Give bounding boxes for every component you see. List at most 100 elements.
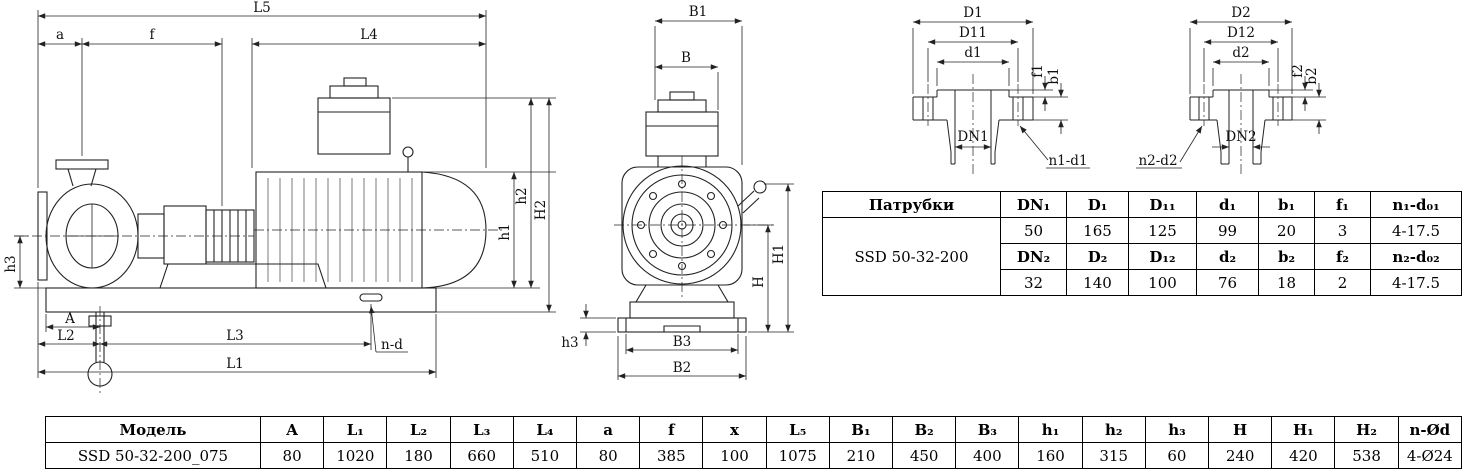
flange2-labels: D2 D12 d2 DN2 f2 b2 n2-d2 bbox=[1138, 5, 1320, 169]
nozzle-cell: 50 bbox=[1000, 217, 1067, 244]
suction-flange-detail-drawing: D1 D11 d1 DN1 f1 b1 n1-d1 bbox=[912, 5, 1090, 174]
nozzle-header-f1: f₁ bbox=[1314, 191, 1371, 218]
nozzle-model-cell: SSD 50-32-200 bbox=[822, 217, 1001, 296]
model-header-H: H bbox=[1208, 416, 1273, 443]
nozzle-header-n1d01: n₁-d₀₁ bbox=[1370, 191, 1462, 218]
nozzle-value-row-1: SSD 50-32-200 50 165 125 99 20 3 4-17.5 bbox=[822, 217, 1462, 296]
nozzle-cell: 99 bbox=[1196, 217, 1259, 244]
nozzle-col0-header: Патрубки bbox=[822, 191, 1001, 218]
dim-label-h1: h1 bbox=[497, 223, 513, 240]
nozzle-header-DN2: DN₂ bbox=[1000, 243, 1067, 270]
model-cell: 315 bbox=[1081, 442, 1146, 469]
model-cell-model: SSD 50-32-200_075 bbox=[45, 442, 261, 469]
nozzle-header-D12: D₁₂ bbox=[1128, 243, 1197, 270]
model-dimensions-table: Модель A L₁ L₂ L₃ L₄ a f x L₅ B₁ B₂ B₃ h… bbox=[45, 416, 1463, 469]
nozzle-cell: 140 bbox=[1066, 269, 1129, 296]
dim-label-B2: B2 bbox=[673, 360, 692, 376]
nozzle-cell: 2 bbox=[1314, 269, 1371, 296]
model-cell: 160 bbox=[1018, 442, 1083, 469]
model-cell: 420 bbox=[1271, 442, 1336, 469]
nozzle-cell: 3 bbox=[1314, 217, 1371, 244]
nozzle-cell: 4-17.5 bbox=[1370, 269, 1462, 296]
model-header-B3: B₃ bbox=[955, 416, 1020, 443]
flange2-geometry bbox=[1189, 74, 1293, 174]
model-header-A: A bbox=[259, 416, 325, 443]
nozzle-cell: 165 bbox=[1066, 217, 1129, 244]
nozzle-header-b1: b₁ bbox=[1258, 191, 1315, 218]
flange1-dimension-lines bbox=[912, 19, 1090, 169]
nozzle-header-DN1: DN₁ bbox=[1000, 191, 1067, 218]
nozzle-table: Патрубки DN₁ D₁ D₁₁ d₁ b₁ f₁ n₁-d₀₁ SSD … bbox=[822, 191, 1462, 296]
dim-label-H1: H1 bbox=[771, 244, 787, 264]
model-table-value-row: SSD 50-32-200_075 80 1020 180 660 510 80… bbox=[45, 442, 1463, 469]
dim-label-f1: f1 bbox=[1030, 64, 1046, 78]
dim-label-n2d2: n2-d2 bbox=[1138, 153, 1177, 169]
dim-label-h3-front: h3 bbox=[561, 335, 578, 351]
model-table-header-row: Модель A L₁ L₂ L₃ L₄ a f x L₅ B₁ B₂ B₃ h… bbox=[45, 416, 1463, 443]
nozzle-header-f2: f₂ bbox=[1314, 243, 1371, 270]
nozzle-header-D1: D₁ bbox=[1066, 191, 1129, 218]
dim-label-D1: D1 bbox=[963, 5, 982, 21]
dim-label-d2: d2 bbox=[1232, 45, 1249, 61]
dim-label-L2: L2 bbox=[57, 328, 75, 344]
dim-label-D12: D12 bbox=[1227, 25, 1255, 41]
model-cell: 180 bbox=[386, 442, 451, 469]
dim-label-A: A bbox=[64, 311, 75, 327]
model-cell: 100 bbox=[702, 442, 767, 469]
dim-label-L5: L5 bbox=[253, 0, 271, 16]
dim-label-B3: B3 bbox=[673, 334, 692, 350]
model-header-nOd: n-Ød bbox=[1397, 416, 1463, 443]
model-cell: 60 bbox=[1144, 442, 1210, 469]
dim-label-f2: f2 bbox=[1290, 64, 1306, 78]
dim-label-L1: L1 bbox=[226, 356, 244, 372]
nozzle-header-row-1: Патрубки DN₁ D₁ D₁₁ d₁ b₁ f₁ n₁-d₀₁ bbox=[822, 191, 1462, 218]
model-cell: 1075 bbox=[765, 442, 830, 469]
dim-label-DN2: DN2 bbox=[1225, 129, 1256, 145]
dim-label-D2: D2 bbox=[1231, 5, 1250, 21]
model-header-H2: H₂ bbox=[1334, 416, 1399, 443]
model-cell: 4-Ø24 bbox=[1397, 442, 1463, 469]
nozzle-cell: 76 bbox=[1196, 269, 1259, 296]
dim-label-L4: L4 bbox=[360, 27, 378, 43]
model-cell: 210 bbox=[828, 442, 894, 469]
model-cell: 510 bbox=[512, 442, 578, 469]
dim-label-b2: b2 bbox=[1304, 67, 1320, 84]
model-header-B2: B₂ bbox=[892, 416, 957, 443]
nozzle-header-d2: d₂ bbox=[1196, 243, 1259, 270]
nozzle-table-container: Патрубки DN₁ D₁ D₁₁ d₁ b₁ f₁ n₁-d₀₁ SSD … bbox=[822, 191, 1462, 296]
model-header-a: a bbox=[576, 416, 641, 443]
model-cell: 450 bbox=[892, 442, 957, 469]
dim-label-h3-side: h3 bbox=[3, 255, 19, 272]
dim-label-B: B bbox=[681, 50, 691, 66]
dim-label-B1: B1 bbox=[689, 4, 708, 20]
dim-label-b1: b1 bbox=[1046, 67, 1062, 84]
model-header-h1: h₁ bbox=[1018, 416, 1083, 443]
dim-label-nd: n-d bbox=[381, 337, 403, 353]
model-cell: 400 bbox=[955, 442, 1020, 469]
dim-label-D11: D11 bbox=[959, 25, 987, 41]
nozzle-value-row-2: 32 140 100 76 18 2 4-17.5 bbox=[823, 269, 1462, 296]
nozzle-header-d1: d₁ bbox=[1196, 191, 1259, 218]
dim-label-H: H bbox=[751, 276, 767, 288]
nozzle-cell: 4-17.5 bbox=[1370, 217, 1462, 244]
nozzle-header-row-2: DN₂ D₂ D₁₂ d₂ b₂ f₂ n₂-d₀₂ bbox=[823, 243, 1462, 270]
model-header-model: Модель bbox=[45, 416, 261, 443]
model-header-B1: B₁ bbox=[828, 416, 894, 443]
discharge-flange-detail-drawing: D2 D12 d2 DN2 f2 b2 n2-d2 bbox=[1136, 5, 1326, 174]
pump-front-view-drawing: B1 B H1 H h3 B3 B2 bbox=[561, 4, 794, 380]
model-header-L2: L₂ bbox=[386, 416, 451, 443]
model-header-h3: h₃ bbox=[1144, 416, 1210, 443]
model-cell: 240 bbox=[1208, 442, 1273, 469]
flange1-geometry bbox=[912, 74, 1034, 174]
nozzle-cell: 32 bbox=[1000, 269, 1067, 296]
model-cell: 1020 bbox=[323, 442, 388, 469]
side-view-dimension-lines bbox=[14, 10, 556, 378]
model-cell: 660 bbox=[449, 442, 514, 469]
nozzle-cell: 18 bbox=[1258, 269, 1315, 296]
model-cell: 538 bbox=[1334, 442, 1399, 469]
model-header-L1: L₁ bbox=[323, 416, 388, 443]
model-header-H1: H₁ bbox=[1271, 416, 1336, 443]
dim-label-d1: d1 bbox=[964, 45, 981, 61]
model-header-L4: L₄ bbox=[512, 416, 578, 443]
